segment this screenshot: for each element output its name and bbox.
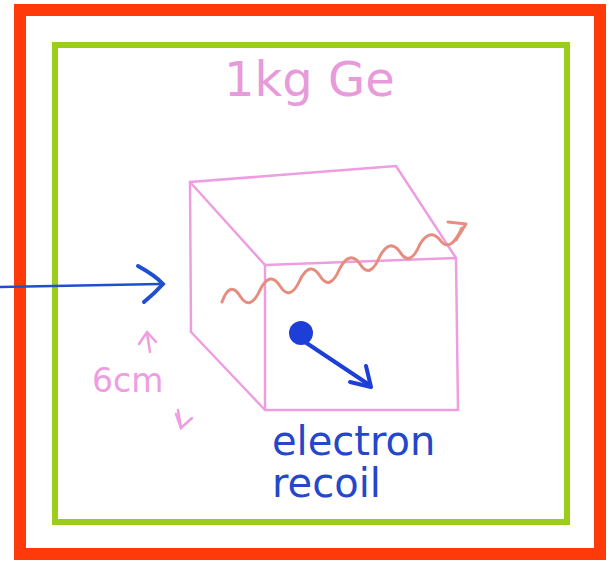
germanium-cube xyxy=(190,166,458,410)
scattered-photon xyxy=(222,222,466,303)
recoil-electron xyxy=(289,321,371,387)
outer-frame xyxy=(20,10,600,554)
particle-label: electron recoil xyxy=(272,420,512,504)
incoming-particle xyxy=(0,266,163,302)
dimension-label: 6cm xyxy=(92,364,163,399)
material-label: 1kg Ge xyxy=(224,54,395,104)
